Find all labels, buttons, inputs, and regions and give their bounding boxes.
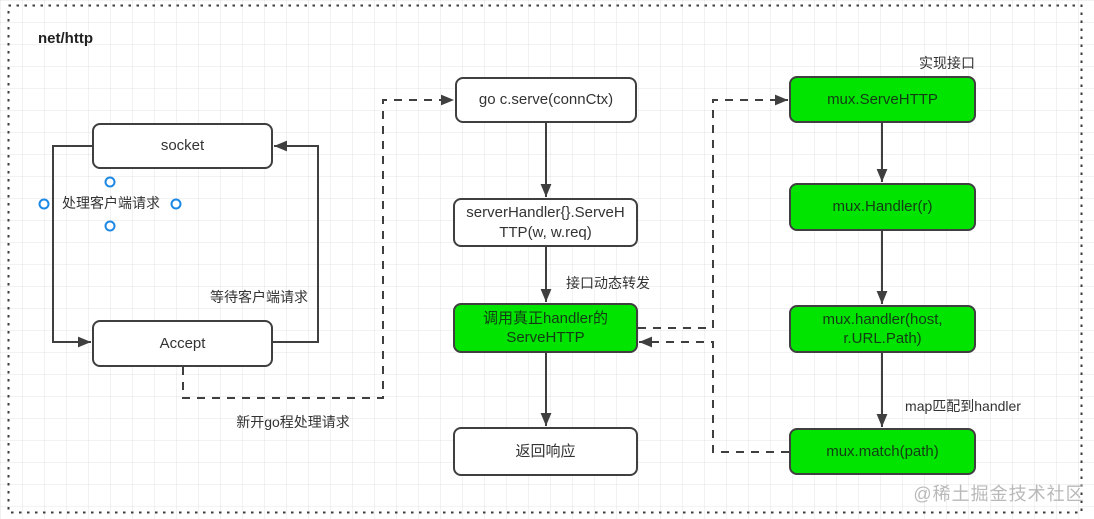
node-mux-match-path[interactable]: mux.match(path) (789, 428, 976, 475)
node-mux-servehttp[interactable]: mux.ServeHTTP (789, 76, 976, 123)
canvas-dotted-border (7, 4, 1083, 514)
node-socket[interactable]: socket (92, 123, 273, 169)
watermark: @稀土掘金技术社区 (913, 484, 1085, 504)
connector-muxmatch-to-callhandler-dashed (639, 336, 789, 453)
connector-callhandler-to-muxservehttp-dashed (638, 94, 788, 329)
node-call-real-handler[interactable]: 调用真正handler的ServeHTTP (453, 303, 638, 353)
label-interface-dynamic-dispatch: 接口动态转发 (566, 275, 650, 291)
connector-accept-to-goserve-dashed (182, 94, 454, 399)
connector-socket-to-accept (52, 145, 92, 348)
node-go-serve[interactable]: go c.serve(connCtx) (455, 77, 637, 123)
label-implement-interface: 实现接口 (919, 55, 975, 71)
label-wait-client-request: 等待客户端请求 (210, 289, 308, 305)
selection-handle-left[interactable] (38, 198, 50, 210)
label-handle-client-request: 处理客户端请求 (62, 195, 160, 211)
node-server-handler[interactable]: serverHandler{}.ServeHTTP(w, w.req) (453, 198, 638, 247)
node-mux-handler-r[interactable]: mux.Handler(r) (789, 183, 976, 231)
node-mux-handler-host-path[interactable]: mux.handler(host, r.URL.Path) (789, 305, 976, 353)
node-accept[interactable]: Accept (92, 320, 273, 367)
selection-handle-top[interactable] (104, 176, 116, 188)
label-map-match-handler: map匹配到handler (905, 398, 1021, 414)
selection-handle-bottom[interactable] (104, 220, 116, 232)
selection-handle-right[interactable] (170, 198, 182, 210)
label-new-goroutine: 新开go程处理请求 (236, 414, 350, 430)
diagram-title: net/http (38, 30, 93, 47)
connector-accept-to-socket (273, 140, 319, 343)
node-return-response[interactable]: 返回响应 (453, 427, 638, 476)
